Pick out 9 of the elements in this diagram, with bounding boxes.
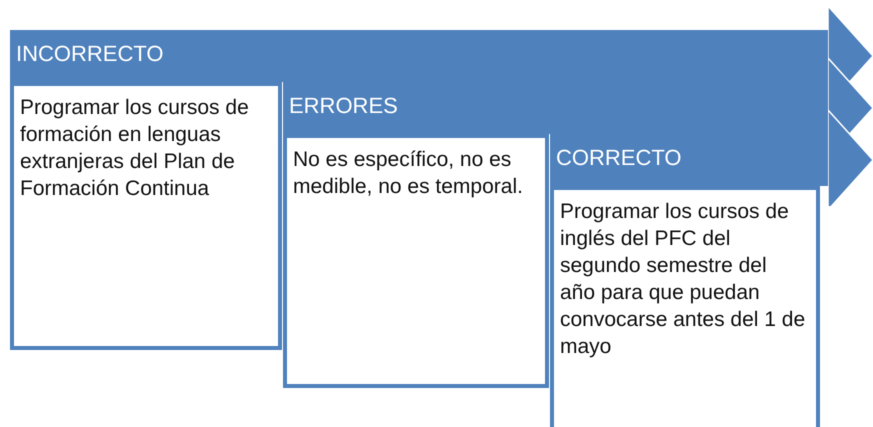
body-text: Programar los cursos de formación en lenguas extranjeras del Plan de Formación Continua: [19, 95, 250, 202]
text-box: [550, 186, 820, 427]
body-text: No es específico, no es medible, no es temporal.: [292, 147, 524, 200]
text-box: [10, 82, 282, 350]
body-text: Programar los cursos de inglés del PFC del segundo semestre del año para que puedan convocarse antes del 1 de mayo: [559, 199, 806, 360]
heading-text: CORRECTO: [556, 145, 682, 171]
heading-text: ERRORES: [289, 93, 398, 119]
text-box: [283, 134, 549, 388]
heading-text: INCORRECTO: [16, 41, 164, 67]
